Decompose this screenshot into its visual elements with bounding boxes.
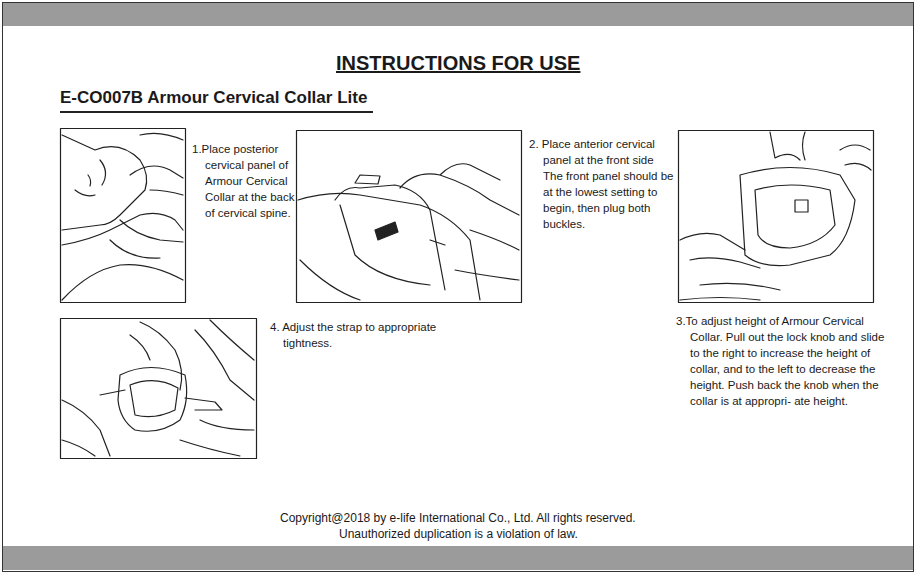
product-heading: E-CO007B Armour Cervical Collar Lite — [60, 86, 373, 113]
figure-step-3 — [680, 132, 871, 300]
page-title: INSTRUCTIONS FOR USE — [336, 52, 580, 75]
figure-step-1 — [62, 133, 183, 300]
figure-frame — [297, 131, 522, 303]
step-text: 1.Place posterior cervical panel of Armo… — [192, 141, 300, 221]
figure-step-4 — [62, 320, 254, 456]
bottom-bar — [3, 546, 913, 570]
top-bar — [3, 3, 913, 26]
figure-frame — [61, 319, 257, 459]
step-text: 2. Place anterior cervical panel at the … — [529, 136, 675, 232]
figure-frame — [61, 129, 186, 303]
copyright-note: Unauthorized duplication is a violation … — [339, 526, 578, 543]
figure-step-2 — [298, 164, 519, 300]
figure-frame — [679, 131, 874, 303]
step-text: 4. Adjust the strap to appropriate tight… — [270, 319, 470, 351]
page-border — [3, 3, 914, 572]
step-text: 3.To adjust height of Armour Cervical Co… — [676, 313, 888, 409]
copyright-note: Copyright@2018 by e-life International C… — [280, 510, 636, 527]
